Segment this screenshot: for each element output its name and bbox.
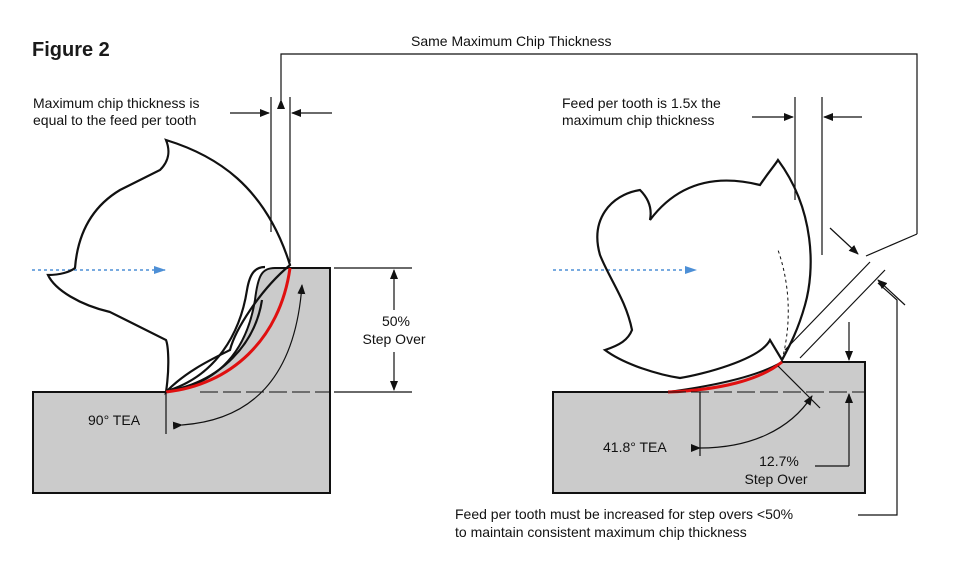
same-chip-thickness-connector [277, 53, 918, 234]
bottom-note-line-2: to maintain consistent maximum chip thic… [455, 524, 747, 540]
left-stepover-label: Step Over [362, 331, 425, 347]
right-chip-arrow-in [829, 227, 859, 255]
right-chip-dim-line-a [784, 261, 871, 351]
right-diagram: Feed per tooth is 1.5x the maximum chip … [455, 95, 906, 540]
right-workpiece [552, 361, 866, 494]
right-note-line-1: Feed per tooth is 1.5x the [562, 95, 721, 111]
figure-title: Figure 2 [32, 39, 110, 61]
left-tea-label: 90° TEA [88, 412, 141, 428]
left-tea-arc [172, 284, 306, 430]
left-note-line-1: Maximum chip thickness is [33, 95, 200, 111]
left-workpiece [32, 267, 331, 494]
right-stepover-value: 12.7% [759, 453, 799, 469]
right-tea-label: 41.8° TEA [603, 439, 667, 455]
left-note-line-2: equal to the feed per tooth [33, 112, 196, 128]
left-stepover-value: 50% [382, 313, 410, 329]
same-chip-thickness-label: Same Maximum Chip Thickness [411, 33, 611, 49]
right-engagement-arc [667, 360, 783, 394]
right-chip-arrow-out [877, 279, 906, 306]
right-chip-dim-line-b [799, 269, 886, 359]
right-cutter-trace [777, 249, 789, 361]
right-tea-arc [690, 395, 813, 453]
right-cutter [596, 158, 812, 380]
left-diagram: Maximum chip thickness is equal to the f… [32, 95, 426, 494]
right-note-line-2: maximum chip thickness [562, 112, 715, 128]
bottom-note-line-1: Feed per tooth must be increased for ste… [455, 506, 793, 522]
right-stepover-label: Step Over [744, 471, 807, 487]
bottom-note-connector [858, 282, 898, 516]
right-connector-diagonal [865, 233, 918, 257]
right-tea-radial [777, 365, 821, 409]
